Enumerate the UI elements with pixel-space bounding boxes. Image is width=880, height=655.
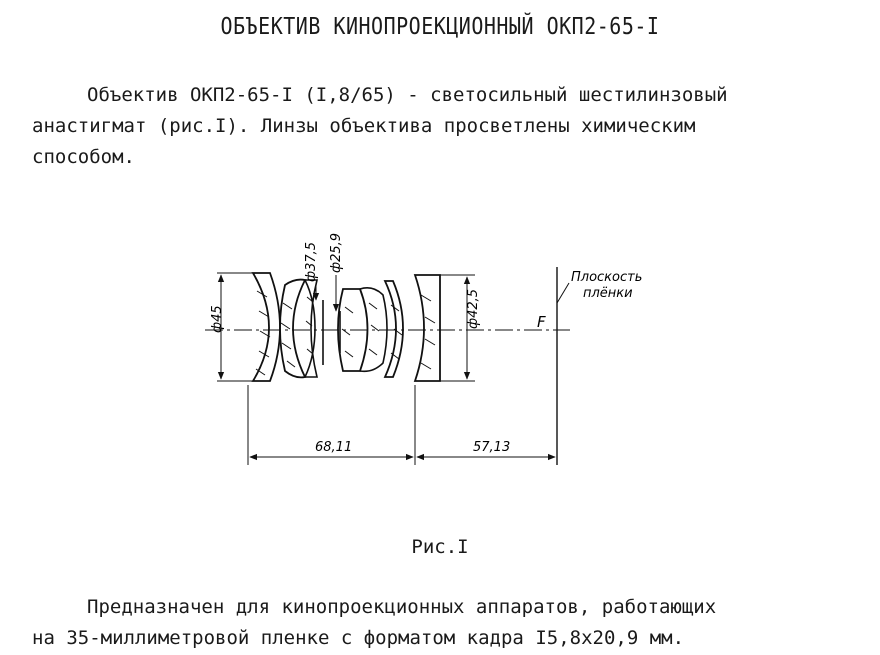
- film-plane-label-line-2: плёнки: [583, 286, 633, 301]
- document-title: ОБЪЕКТИВ КИНОПРОЕКЦИОННЫЙ ОКП2-65-I: [220, 12, 660, 40]
- intro-line-2: анастигмат (рис.I). Линзы объектива прос…: [32, 115, 696, 137]
- film-plane-leader: [556, 282, 570, 304]
- figure-caption: Рис.I: [411, 536, 469, 558]
- lens-2: [279, 278, 316, 379]
- dim-label-d25-9: ф25,9: [329, 233, 344, 273]
- dim-label-68-11: 68,11: [315, 440, 352, 455]
- dim-label-d45: ф45: [210, 305, 225, 333]
- focus-label: F: [537, 313, 546, 331]
- film-plane-label-line-1: Плоскость: [571, 270, 642, 285]
- intro-paragraph: Объектив ОКП2-65-I (I,8/65) - светосильн…: [32, 80, 862, 173]
- lens-diagram-svg: ф45: [205, 233, 642, 465]
- dim-label-d42-5: ф42,5: [466, 289, 481, 329]
- lens-1: [251, 272, 281, 382]
- lens-5: [383, 280, 404, 378]
- intro-line-3: способом.: [32, 146, 135, 168]
- dim-label-57-13: 57,13: [473, 440, 510, 455]
- lens-diagram: ф45: [195, 225, 695, 475]
- purpose-line-2: на 35-миллиметровой пленке с форматом ка…: [32, 627, 685, 649]
- intro-line-1: Объектив ОКП2-65-I (I,8/65) - светосильн…: [87, 84, 728, 106]
- lens-4: [337, 287, 388, 373]
- lens-6: [413, 274, 441, 382]
- dim-label-d37-5: ф37,5: [304, 242, 319, 282]
- purpose-paragraph: Предназначен для кинопроекционных аппара…: [32, 592, 862, 654]
- purpose-line-1: Предназначен для кинопроекционных аппара…: [87, 596, 717, 618]
